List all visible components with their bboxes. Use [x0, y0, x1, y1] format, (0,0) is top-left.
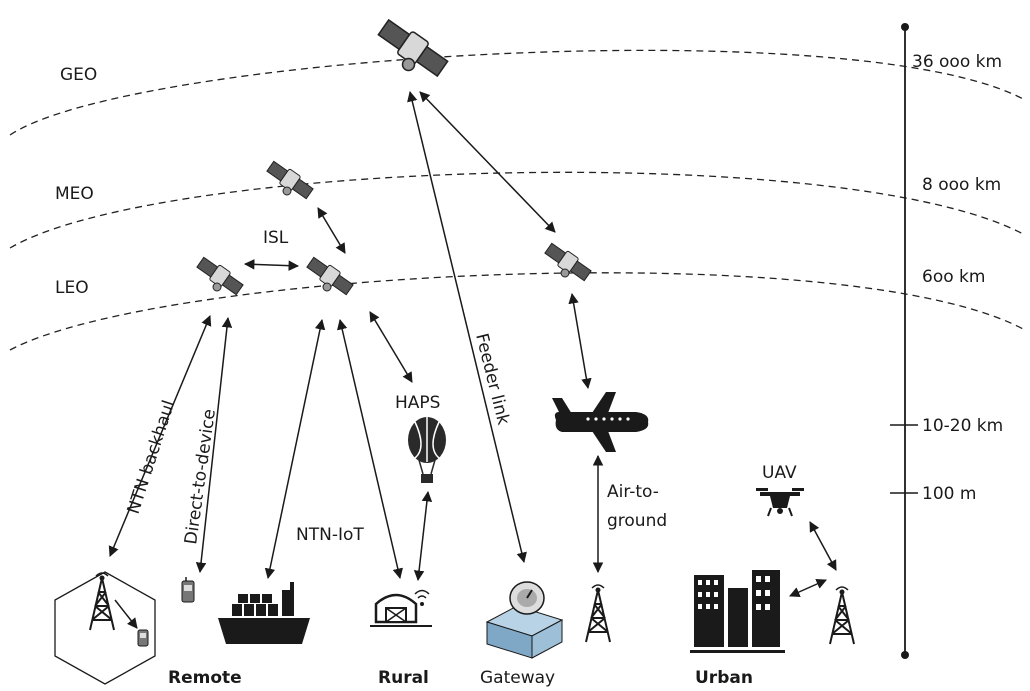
direct-to-device-link — [195, 316, 233, 574]
altitude-uav: 100 m — [922, 484, 976, 504]
air-to-ground-tower-icon — [585, 584, 611, 643]
haps-label: HAPS — [395, 393, 440, 413]
feeder-link-label: Feeder link — [471, 331, 513, 427]
geo-label: GEO — [60, 65, 97, 85]
rural-label: Rural — [378, 668, 429, 688]
feeder-link — [407, 90, 527, 564]
ntn-backhaul-link — [108, 315, 212, 557]
handheld-device-icon — [181, 577, 195, 603]
urban-tower-icon — [829, 586, 855, 645]
meo-label: MEO — [55, 184, 94, 204]
remote-tower-icon — [89, 572, 115, 631]
haps-balloon-icon — [408, 417, 446, 483]
leo-label: LEO — [55, 278, 89, 298]
air-to-ground-label-line1: Air-to- — [607, 482, 659, 502]
urban-buildings-icon — [690, 570, 785, 653]
tower-device-link — [114, 599, 138, 629]
altitude-meo: 8 ooo km — [922, 175, 1001, 195]
uav-tower-link — [809, 521, 837, 571]
gateway-label: Gateway — [480, 668, 555, 688]
geo-leo-link — [419, 91, 556, 233]
remote-cell-device-icon — [137, 629, 149, 647]
altitude-geo: 36 ooo km — [912, 52, 1002, 72]
haps-rural-link — [413, 490, 433, 582]
meo-orbit — [9, 171, 1026, 249]
meo-satellite-icon — [266, 160, 314, 200]
uav-label: UAV — [762, 463, 797, 483]
ntn-iot-farm-link — [337, 318, 403, 580]
isl-link — [243, 259, 300, 271]
axis-bottom-dot — [901, 651, 909, 659]
aircraft-icon — [552, 392, 649, 452]
leo-satellite-left-icon — [196, 256, 244, 296]
air-to-ground-label-line2: ground — [607, 511, 667, 531]
altitude-haps: 10-20 km — [922, 416, 1003, 436]
remote-label: Remote — [168, 668, 242, 688]
axis-top-dot — [901, 23, 909, 31]
geo-satellite-icon — [377, 19, 449, 77]
leo-aircraft-link — [568, 292, 592, 390]
leo-haps-link — [369, 311, 413, 383]
geo-orbit — [9, 49, 1026, 136]
isl-label: ISL — [263, 228, 289, 248]
ntn-iot-label: NTN-IoT — [296, 525, 364, 545]
cargo-ship-icon — [218, 582, 310, 644]
uav-drone-icon — [756, 488, 804, 517]
urban-tower-link — [789, 579, 827, 597]
leo-satellite-center-icon — [306, 256, 354, 296]
remote-cell-hexagon — [54, 571, 156, 685]
meo-leo-link — [317, 207, 346, 254]
leo-satellite-right-icon — [544, 242, 592, 282]
ntn-iot-ship-link — [264, 318, 326, 580]
ntn-backhaul-label: NTN backhaul — [124, 398, 180, 517]
gateway-station-icon — [485, 581, 564, 659]
altitude-leo: 6oo km — [922, 267, 985, 287]
urban-label: Urban — [695, 668, 753, 688]
leo-orbit — [9, 272, 1026, 351]
direct-to-device-label: Direct-to-device — [181, 408, 220, 546]
farm-barn-icon — [370, 589, 432, 627]
